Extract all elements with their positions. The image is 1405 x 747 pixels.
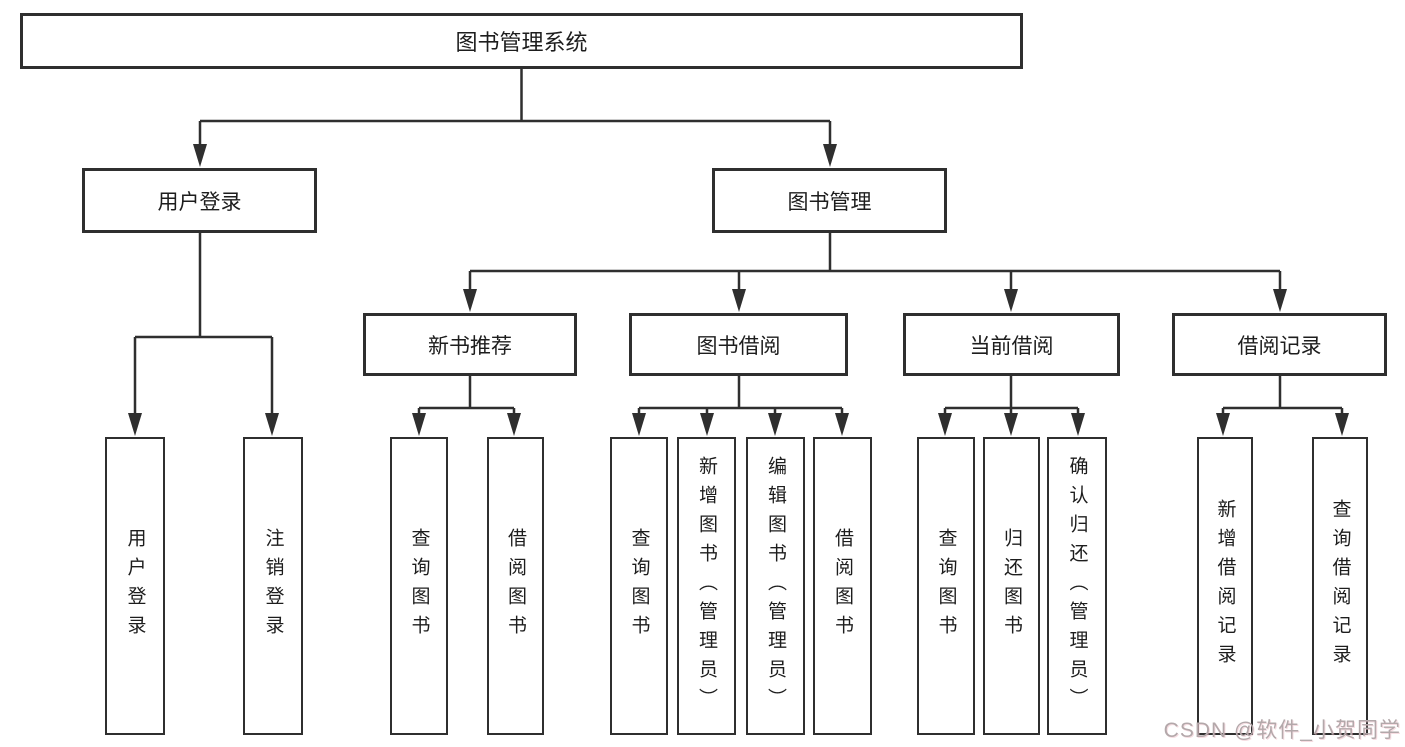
leaf-query-books-recommend: 查询图书 (390, 437, 448, 735)
leaf-query-books-borrow: 查询图书 (610, 437, 668, 735)
leaf-user-login: 用户登录 (105, 437, 165, 735)
leaf-return-books: 归还图书 (983, 437, 1040, 735)
leaf-borrow-books: 借阅图书 (813, 437, 872, 735)
leaf-logout: 注销登录 (243, 437, 303, 735)
leaf-query-books-current: 查询图书 (917, 437, 975, 735)
leaf-add-borrow-record: 新增借阅记录 (1197, 437, 1253, 735)
leaf-query-borrow-record: 查询借阅记录 (1312, 437, 1368, 735)
node-current-borrow: 当前借阅 (903, 313, 1120, 376)
watermark: CSDN @软件_小贺同学 (1163, 719, 1401, 742)
node-new-book-recommend: 新书推荐 (363, 313, 577, 376)
node-borrow-records: 借阅记录 (1172, 313, 1387, 376)
node-library-system: 图书管理系统 (20, 13, 1023, 69)
leaf-edit-books-admin: 编辑图书（管理员） (746, 437, 805, 735)
node-book-borrow: 图书借阅 (629, 313, 848, 376)
leaf-add-books-admin: 新增图书（管理员） (677, 437, 736, 735)
leaf-borrow-books-recommend: 借阅图书 (487, 437, 544, 735)
leaf-confirm-return-admin: 确认归还（管理员） (1047, 437, 1107, 735)
node-user-login: 用户登录 (82, 168, 317, 233)
node-book-management: 图书管理 (712, 168, 947, 233)
